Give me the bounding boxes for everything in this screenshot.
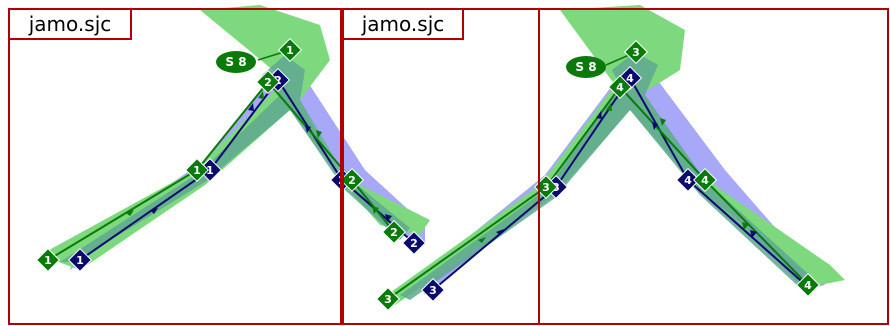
- arrow-icon: [750, 230, 757, 238]
- green-node: 2: [339, 167, 365, 193]
- panel-right: S 8 3 3 4 4 3 3 4 4: [375, 5, 845, 312]
- file-label-left: jamo.sjc: [8, 8, 132, 40]
- arrow-icon: [742, 222, 749, 230]
- start-badge: [566, 56, 606, 78]
- green-node: 3: [375, 286, 401, 312]
- green-node-label: 2: [390, 226, 398, 239]
- green-node-label: 4: [616, 81, 624, 94]
- blue-node-label: 3: [429, 284, 437, 297]
- green-node-label: 3: [384, 293, 392, 306]
- arrow-icon: [652, 122, 658, 130]
- arrow-icon: [478, 237, 486, 243]
- arrow-icon: [385, 214, 392, 222]
- green-node: 3: [623, 39, 649, 65]
- green-node-label: 1: [286, 44, 294, 57]
- green-node-label: 2: [348, 174, 356, 187]
- green-node-label: 4: [701, 174, 709, 187]
- file-label-text: jamo.sjc: [361, 12, 445, 36]
- arrow-icon: [248, 103, 254, 111]
- blue-node: 4: [675, 167, 701, 193]
- blue-node: 1: [67, 247, 93, 273]
- arrow-icon: [660, 118, 666, 126]
- blue-node-label: 2: [410, 237, 418, 250]
- arrow-icon: [596, 111, 602, 119]
- start-badge-label: S 8: [225, 55, 246, 69]
- blue-node-label: 4: [684, 174, 692, 187]
- green-node: 1: [35, 247, 61, 273]
- green-node: 4: [607, 74, 633, 100]
- panel-frame-right: [342, 8, 889, 325]
- green-node-label: 3: [542, 181, 550, 194]
- green-node: 1: [277, 37, 303, 63]
- green-node: 1: [184, 157, 210, 183]
- overlap-stroke-shape: [400, 52, 815, 300]
- arrow-icon: [126, 210, 134, 216]
- green-node: 2: [381, 219, 407, 245]
- arrow-icon: [150, 208, 158, 214]
- green-node-label: 1: [193, 164, 201, 177]
- panel-left: S 8 1 1 2 2 2 1 1: [35, 5, 430, 273]
- file-label-text: jamo.sjc: [28, 12, 112, 36]
- panel-frame-left: [8, 8, 342, 325]
- green-node-label: 1: [44, 254, 52, 267]
- blue-node-label: 1: [206, 164, 214, 177]
- green-node: 4: [795, 272, 821, 298]
- blue-node-label: 4: [626, 72, 634, 85]
- arrow-icon: [496, 229, 504, 235]
- start-badge-label: S 8: [575, 60, 596, 74]
- green-node-label: 2: [264, 76, 272, 89]
- blue-node: 2: [401, 230, 427, 256]
- blue-node: 3: [420, 277, 446, 303]
- overlap-stroke-shape: [60, 55, 410, 262]
- green-node-label: 4: [804, 279, 812, 292]
- blue-node: 1: [197, 157, 223, 183]
- arrow-icon: [316, 130, 322, 138]
- blue-node-label: 1: [76, 254, 84, 267]
- file-label-right: jamo.sjc: [342, 8, 464, 40]
- green-node-label: 3: [632, 46, 640, 59]
- arrow-icon: [372, 206, 379, 214]
- start-badge: [216, 51, 256, 73]
- green-node: 3: [533, 174, 559, 200]
- arrow-icon: [258, 91, 264, 99]
- arrow-icon: [606, 103, 612, 111]
- green-node: 4: [692, 167, 718, 193]
- green-node: 2: [255, 69, 281, 95]
- arrow-icon: [305, 125, 311, 133]
